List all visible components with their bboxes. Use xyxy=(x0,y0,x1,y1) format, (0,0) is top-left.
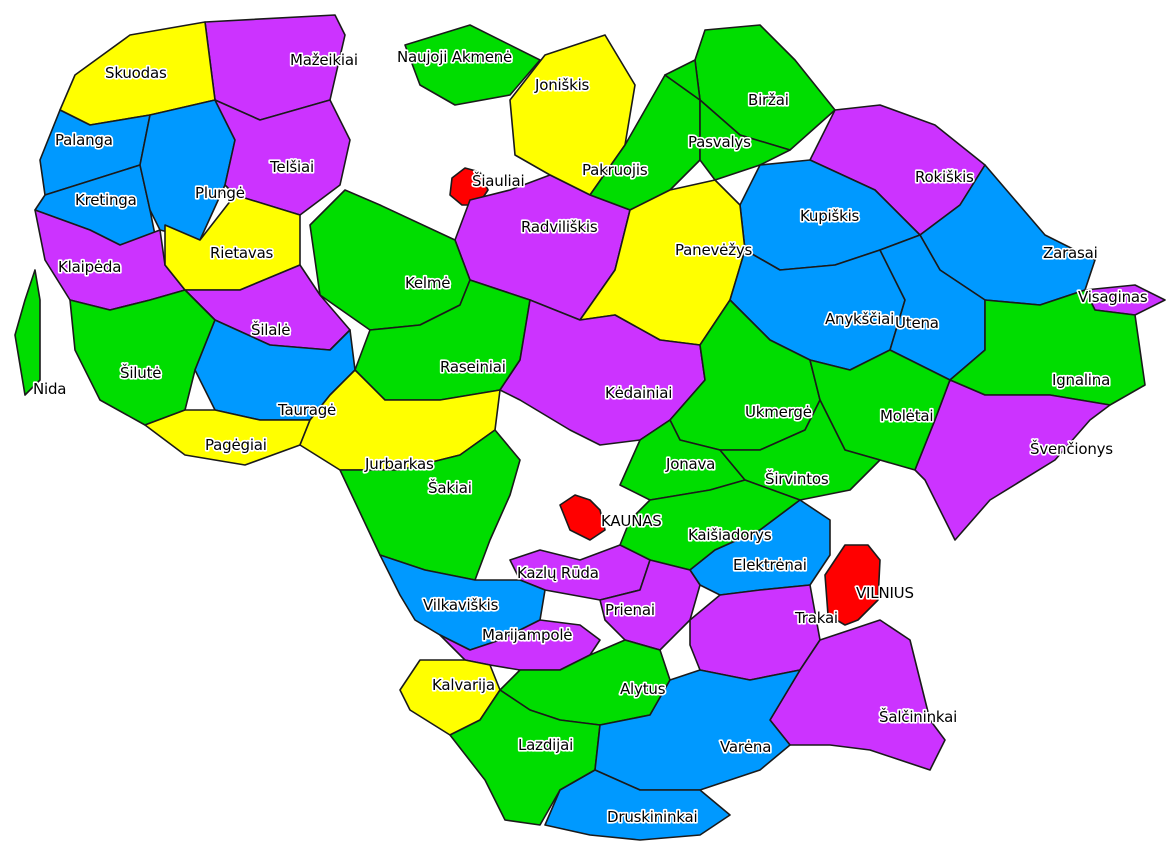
region-label-pakruojis: Pakruojis xyxy=(582,161,648,179)
region-pasvalys[interactable] xyxy=(664,59,791,181)
region-label-anyksciai: Anykščiai xyxy=(825,310,894,328)
region-label-vilnius: VILNIUS xyxy=(856,584,914,602)
region-label-marijampole: Marijampolė xyxy=(482,626,572,644)
region-druskininkai[interactable] xyxy=(544,769,731,841)
region-label-kedainiai: Kėdainiai xyxy=(605,384,672,402)
region-label-birzai: Biržai xyxy=(748,91,789,109)
region-label-kelme: Kelmė xyxy=(405,274,450,292)
region-label-joniskis: Joniškis xyxy=(534,76,590,94)
region-label-jurbarkas: Jurbarkas xyxy=(364,455,434,473)
region-label-zarasai: Zarasai xyxy=(1043,244,1098,262)
region-label-moletai: Molėtai xyxy=(880,407,933,425)
region-label-vilkaviskis: Vilkaviškis xyxy=(423,596,499,614)
region-label-raseiniai: Raseiniai xyxy=(440,358,506,376)
region-label-lazdijai: Lazdijai xyxy=(518,736,573,754)
region-label-silale: Šilalė xyxy=(251,320,290,339)
region-label-trakai: Trakai xyxy=(794,609,838,627)
region-label-skuodas: Skuodas xyxy=(105,64,167,82)
region-elektrenai[interactable] xyxy=(689,499,831,596)
region-label-kupiskis: Kupiškis xyxy=(800,207,860,225)
region-salcininkai[interactable] xyxy=(769,619,946,771)
region-label-plunge: Plungė xyxy=(195,184,245,202)
region-label-naujoji-akmene: Naujoji Akmenė xyxy=(397,48,512,66)
region-label-elektrenai: Elektrėnai xyxy=(733,556,807,574)
region-label-alytus: Alytus xyxy=(620,680,666,698)
region-label-rietavas: Rietavas xyxy=(210,244,274,262)
region-label-silute: Šilutė xyxy=(120,363,161,382)
region-label-nida: Nida xyxy=(33,380,66,398)
region-silute[interactable] xyxy=(69,289,216,426)
region-label-kretinga: Kretinga xyxy=(75,191,137,209)
region-label-kaunas: KAUNAS xyxy=(601,512,662,530)
region-label-mazeikiai: Mažeikiai xyxy=(290,51,358,69)
region-label-visaginas: Visaginas xyxy=(1078,288,1148,306)
region-telsiai[interactable] xyxy=(214,99,351,216)
region-label-svencionys: Švenčionys xyxy=(1030,439,1113,458)
region-label-radviliskis: Radviliškis xyxy=(521,218,598,236)
region-trakai[interactable] xyxy=(689,584,821,681)
region-label-sakiai: Šakiai xyxy=(428,478,472,497)
region-naujoji-akmene[interactable] xyxy=(404,24,541,106)
region-label-ukmerge: Ukmergė xyxy=(745,403,812,421)
region-kelme[interactable] xyxy=(309,189,471,331)
region-label-salcininkai: Šalčininkai xyxy=(879,707,957,726)
region-label-telsiai: Telšiai xyxy=(269,158,314,176)
region-vilnius[interactable] xyxy=(824,544,881,626)
region-label-klaipeda: Klaipėda xyxy=(58,258,121,276)
region-label-sirvintos: Širvintos xyxy=(765,469,829,488)
region-label-pagegiai: Pagėgiai xyxy=(205,436,267,454)
region-label-palanga: Palanga xyxy=(55,131,113,149)
region-label-panevezys: Panevėžys xyxy=(675,241,753,259)
region-nida[interactable] xyxy=(14,269,41,396)
region-label-utena: Utena xyxy=(895,314,939,332)
region-label-ignalina: Ignalina xyxy=(1052,371,1110,389)
region-ignalina[interactable] xyxy=(949,289,1146,406)
region-label-jonava: Jonava xyxy=(665,455,715,473)
region-label-kazlu-ruda: Kazlų Rūda xyxy=(517,564,599,582)
region-label-taurage: Tauragė xyxy=(277,401,336,419)
region-label-kaisiadorys: Kaišiadorys xyxy=(688,526,772,544)
region-prienai[interactable] xyxy=(599,559,701,651)
region-label-pasvalys: Pasvalys xyxy=(688,133,751,151)
region-label-varena: Varėna xyxy=(720,738,771,756)
region-label-rokiskis: Rokiškis xyxy=(915,168,974,186)
region-svencionys[interactable] xyxy=(914,379,1111,541)
region-label-siauliai: Šiauliai xyxy=(472,171,524,190)
region-label-kalvarija: Kalvarija xyxy=(432,676,495,694)
region-label-prienai: Prienai xyxy=(605,601,655,619)
region-kaunas[interactable] xyxy=(559,494,606,541)
region-label-druskininkai: Druskininkai xyxy=(607,808,697,826)
